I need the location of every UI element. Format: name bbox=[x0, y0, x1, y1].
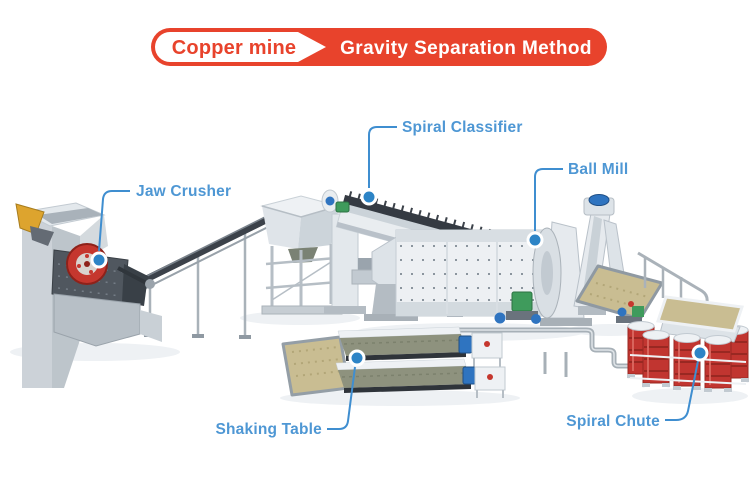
classifier-bearing bbox=[325, 196, 335, 206]
chute-distributor-tray bbox=[656, 295, 744, 333]
callout-dot bbox=[348, 349, 366, 367]
callouts: Jaw Crusher Spiral Classifier Ball Mill … bbox=[90, 119, 709, 438]
spiral-chute-illustration bbox=[626, 295, 750, 394]
callout-shaking-table: Shaking Table bbox=[215, 349, 366, 438]
equipment-label: Spiral Classifier bbox=[402, 119, 523, 136]
mill-feeder bbox=[573, 194, 627, 315]
callout-dot bbox=[691, 344, 709, 362]
equipment-label: Ball Mill bbox=[568, 161, 628, 178]
crusher-wall bbox=[22, 212, 52, 388]
callout-spiral-classifier: Spiral Classifier bbox=[360, 119, 523, 206]
leader-line bbox=[665, 360, 699, 421]
callout-spiral-chute: Spiral Chute bbox=[566, 344, 709, 430]
banner-tag-shape bbox=[155, 32, 326, 62]
callout-dot bbox=[90, 251, 108, 269]
classifier-motor bbox=[335, 201, 350, 213]
banner-tag-text: Copper mine bbox=[172, 37, 296, 59]
callout-dot bbox=[526, 231, 544, 249]
equipment-label: Shaking Table bbox=[215, 421, 322, 438]
callout-dot bbox=[360, 188, 378, 206]
sand-launder bbox=[575, 251, 709, 323]
leader-line bbox=[98, 190, 130, 252]
table-deck-upper bbox=[340, 334, 466, 356]
crusher-base bbox=[53, 293, 141, 347]
equipment-label: Spiral Chute bbox=[566, 413, 660, 430]
leader-line bbox=[534, 168, 563, 231]
banner-title-text: Gravity Separation Method bbox=[340, 38, 592, 59]
leader-line bbox=[327, 366, 356, 430]
callout-jaw-crusher: Jaw Crusher bbox=[90, 183, 231, 269]
table-deck-lower bbox=[338, 366, 471, 388]
callout-ball-mill: Ball Mill bbox=[526, 161, 628, 249]
shaking-table-illustration bbox=[281, 326, 506, 398]
leader-line bbox=[368, 126, 397, 188]
equipment-label: Jaw Crusher bbox=[136, 183, 231, 200]
ball-mill-illustration bbox=[351, 221, 592, 326]
hopper-stand bbox=[265, 244, 339, 310]
jaw-crusher-illustration bbox=[15, 202, 162, 388]
header-banner: Copper mine Gravity Separation Method bbox=[151, 28, 607, 66]
hopper-bin bbox=[262, 206, 301, 249]
mill-motor bbox=[511, 291, 533, 312]
feed-hopper bbox=[260, 195, 343, 315]
mill-bolt-rows bbox=[400, 245, 542, 301]
